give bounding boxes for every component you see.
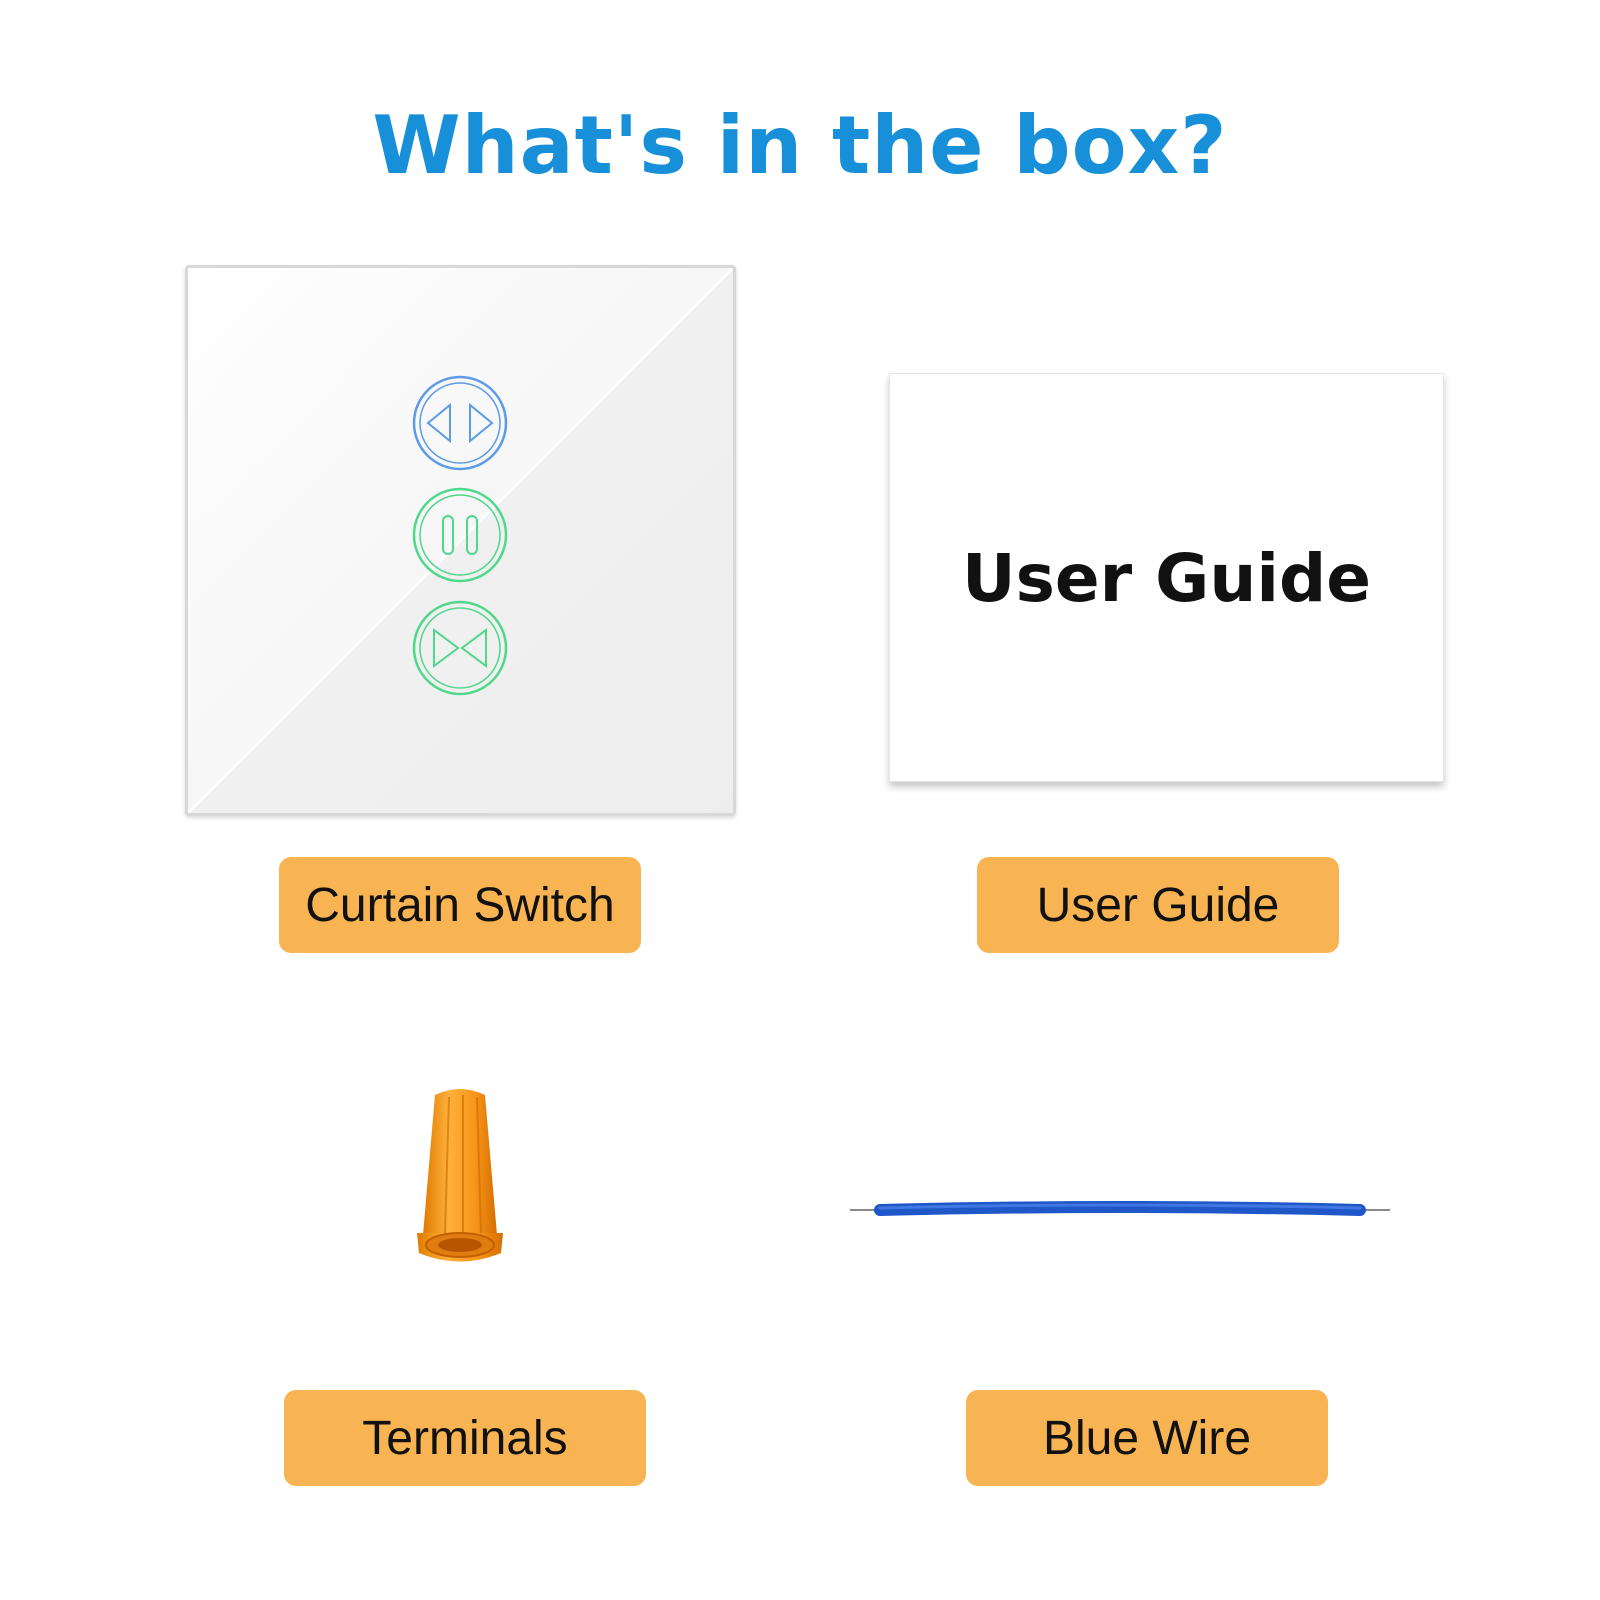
terminals-label: Terminals [284, 1390, 646, 1486]
open-curtain-button-icon [412, 375, 508, 471]
blue-wire-label: Blue Wire [966, 1390, 1328, 1486]
close-curtain-button-icon [412, 600, 508, 696]
user-guide-label: User Guide [977, 857, 1339, 953]
curtain-switch-image [185, 265, 736, 816]
user-guide-image: User Guide [889, 373, 1444, 782]
wire-nut-terminal-icon [417, 1089, 503, 1262]
curtain-switch-label: Curtain Switch [279, 857, 641, 953]
pause-button-icon [412, 487, 508, 583]
curtain-switch-panel-icon [188, 268, 733, 813]
user-guide-cover-text: User Guide [962, 540, 1371, 617]
page-title: What's in the box? [372, 99, 1228, 192]
blue-wire-icon [850, 1201, 1390, 1216]
